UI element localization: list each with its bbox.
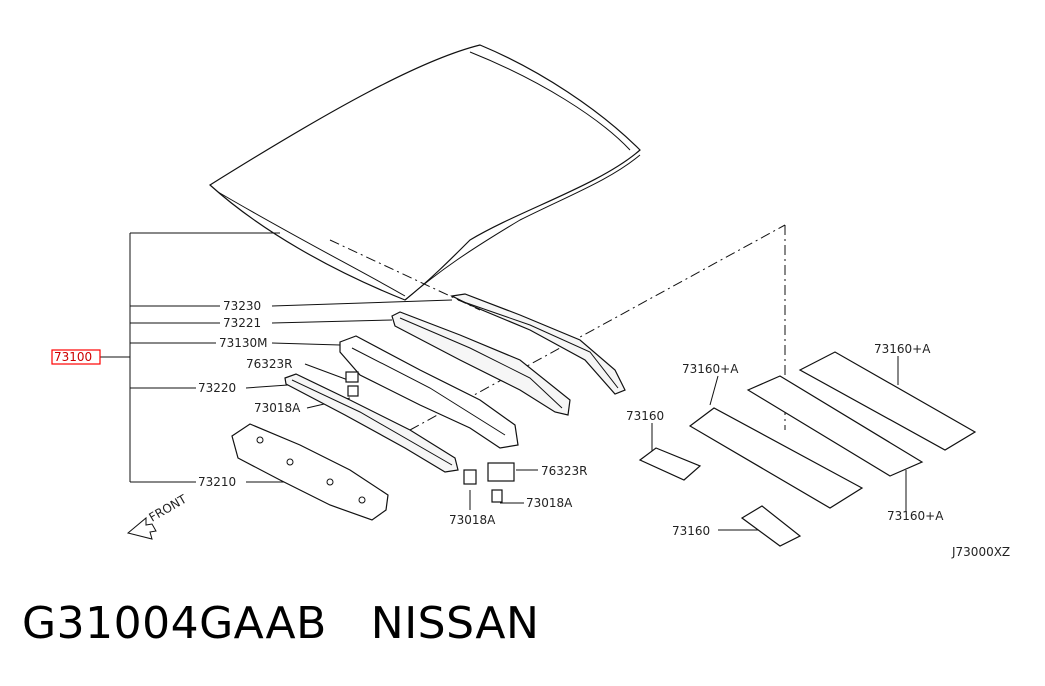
insulator-pads <box>638 351 977 547</box>
label-76323R-2: 76323R <box>541 464 588 478</box>
main-label-highlight <box>51 349 101 365</box>
part-number: G31004GAAB <box>22 598 327 649</box>
label-73220: 73220 <box>198 381 236 395</box>
label-73221: 73221 <box>223 316 261 330</box>
label-73160A-top: 73160+A <box>874 342 931 356</box>
roof-rail-73220 <box>284 373 459 473</box>
front-arrow <box>126 516 157 540</box>
roof-rail-73230 <box>450 293 626 395</box>
roof-rail-73210 <box>231 423 389 521</box>
roof-rail-73221 <box>391 311 571 416</box>
brand-name: NISSAN <box>370 598 540 649</box>
footer-caption: G31004GAAB NISSAN <box>22 598 539 649</box>
label-73230: 73230 <box>223 299 261 313</box>
part-labels: 73100 73230 73221 73130M 76323R 73220 73… <box>54 299 1010 559</box>
label-73160A-left: 73160+A <box>682 362 739 376</box>
label-73018A-3: 73018A <box>449 513 496 527</box>
label-76323R-1: 76323R <box>246 357 293 371</box>
diagram-code: J73000XZ <box>951 545 1010 559</box>
label-73018A-2: 73018A <box>526 496 573 510</box>
label-73210: 73210 <box>198 475 236 489</box>
label-73130M: 73130M <box>219 336 268 350</box>
label-front: FRONT <box>147 492 190 525</box>
label-73160-lower: 73160 <box>672 524 710 538</box>
label-73018A-1: 73018A <box>254 401 301 415</box>
leader-lines <box>100 232 907 531</box>
label-73160-upper: 73160 <box>626 409 664 423</box>
reference-lines <box>329 224 786 431</box>
label-73100: 73100 <box>54 350 92 364</box>
roof-panel <box>209 44 641 301</box>
roof-bow-73130M <box>339 335 519 449</box>
fasteners <box>345 371 515 503</box>
label-73160A-bottom: 73160+A <box>887 509 944 523</box>
